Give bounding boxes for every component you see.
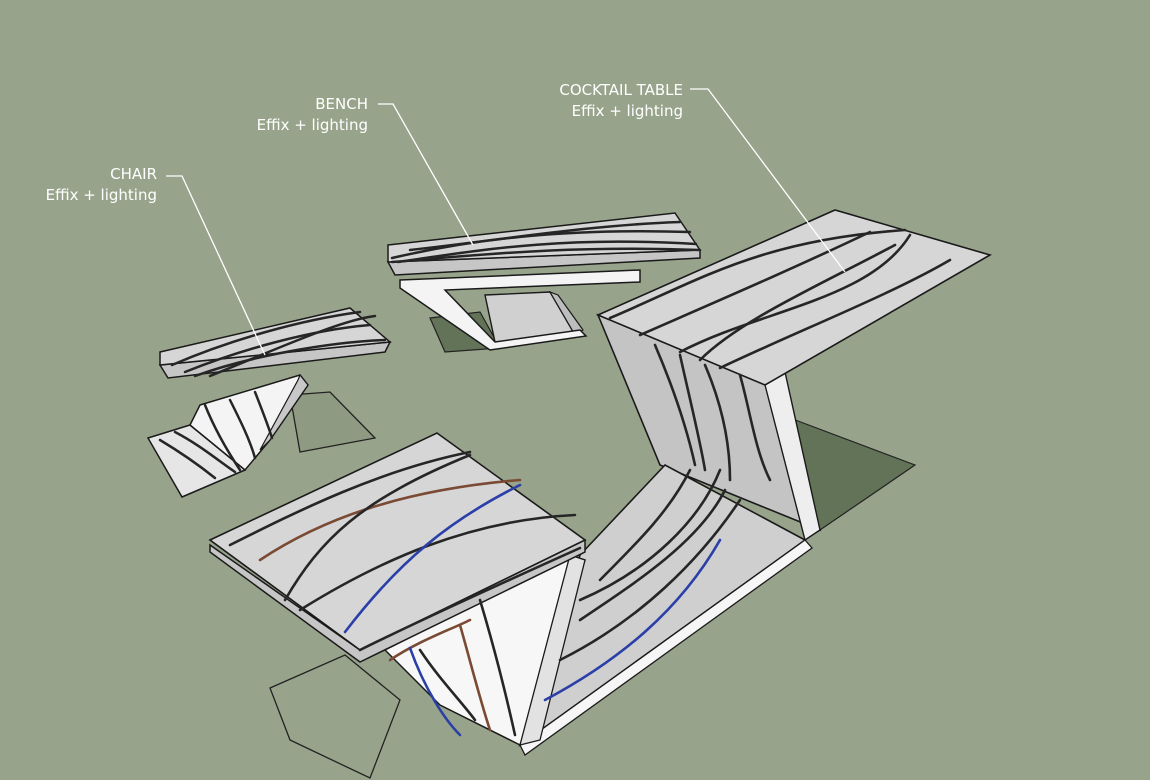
chair-label-title: CHAIR — [110, 165, 157, 183]
chair-seat-top — [159, 307, 392, 366]
table-box-top — [208, 432, 587, 651]
bench-label: BENCH Effix + lighting — [257, 94, 368, 136]
bench — [386, 212, 702, 353]
cocktail-table-label-subtitle: Effix + lighting — [571, 102, 683, 120]
leader-lines — [166, 88, 846, 356]
bench-light-strips — [390, 220, 702, 264]
bench-label-subtitle: Effix + lighting — [256, 116, 368, 134]
cocktail-table — [208, 209, 993, 779]
chair-light-strips — [158, 310, 387, 480]
cocktail-table-label-title: COCKTAIL TABLE — [559, 81, 683, 99]
bench-leader-line — [378, 103, 474, 246]
table-light-strips — [228, 228, 952, 737]
chair — [146, 307, 392, 498]
cocktail-table-label: COCKTAIL TABLE Effix + lighting — [559, 80, 683, 122]
chair-label: CHAIR Effix + lighting — [46, 164, 157, 206]
table-shadow-outline — [269, 654, 401, 779]
chair-shadow — [289, 391, 377, 453]
chair-label-subtitle: Effix + lighting — [45, 186, 157, 204]
table-box-side — [519, 554, 586, 746]
table-leader-line — [690, 88, 846, 273]
table-floor-edge — [519, 539, 813, 756]
bench-inner-side — [548, 290, 584, 336]
bench-label-title: BENCH — [315, 95, 368, 113]
chair-leader-line — [166, 175, 266, 356]
bench-frame — [399, 269, 641, 351]
chair-support-side — [259, 373, 309, 451]
